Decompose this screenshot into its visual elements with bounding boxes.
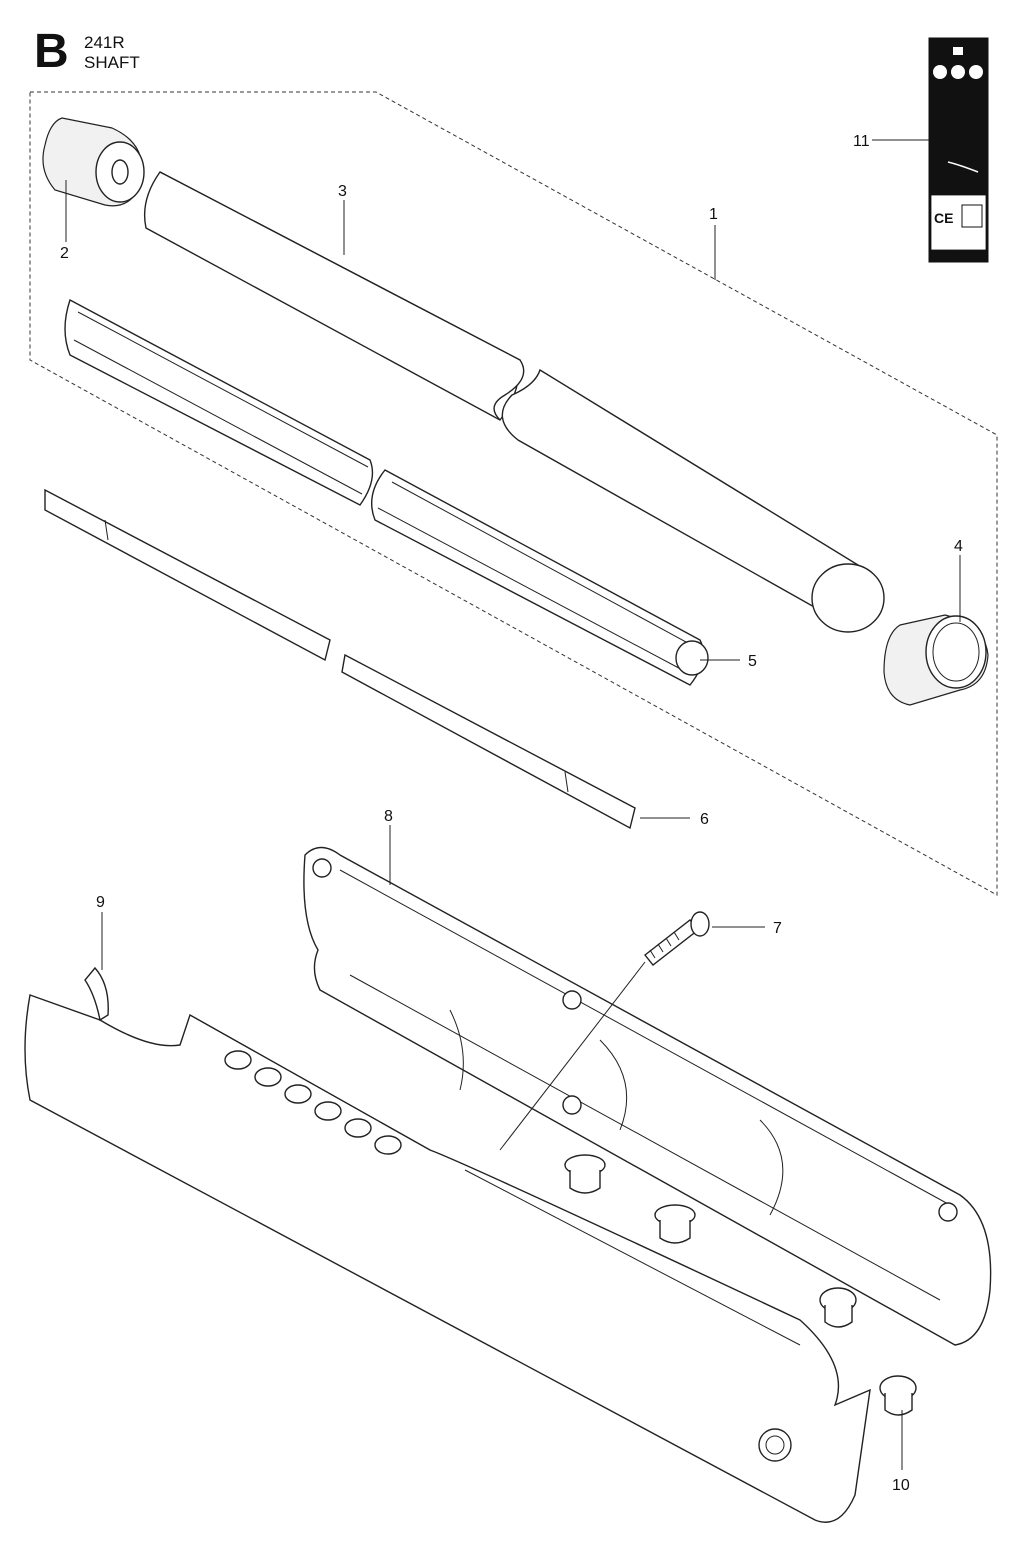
callout-9: 9 xyxy=(96,894,105,911)
callout-10: 10 xyxy=(892,1477,910,1494)
assembly-boundary-dashed xyxy=(29,91,998,896)
outer-tube-part-3 xyxy=(143,171,885,633)
callout-labels: 1 2 3 4 5 6 7 8 9 10 11 xyxy=(60,133,963,1494)
callout-7: 7 xyxy=(773,920,782,937)
vent-holes xyxy=(224,1050,402,1155)
assembly-name: SHAFT xyxy=(84,53,140,72)
bushing-part-4 xyxy=(883,614,989,706)
bushing-part-2 xyxy=(42,117,145,242)
callout-4: 4 xyxy=(954,538,963,555)
housing-half-part-9 xyxy=(24,966,871,1523)
screw-part-7 xyxy=(499,911,710,1151)
drive-shaft-part-6 xyxy=(44,488,636,830)
section-letter: B xyxy=(34,25,69,78)
callout-11: 11 xyxy=(853,133,870,150)
callout-1: 1 xyxy=(709,206,718,223)
damper-part-10 xyxy=(564,1154,917,1416)
model-number: 241R xyxy=(84,33,125,52)
housing-half-part-8 xyxy=(303,846,992,1346)
leader-lines xyxy=(101,139,961,1470)
callout-6: 6 xyxy=(700,811,709,828)
callout-5: 5 xyxy=(748,653,757,670)
callout-3: 3 xyxy=(338,183,347,200)
callout-2: 2 xyxy=(60,245,69,262)
decal-part-11: CE xyxy=(928,37,989,263)
liner-part-5 xyxy=(64,298,709,686)
callout-8: 8 xyxy=(384,808,393,825)
decal-ce-mark: CE xyxy=(934,210,953,226)
